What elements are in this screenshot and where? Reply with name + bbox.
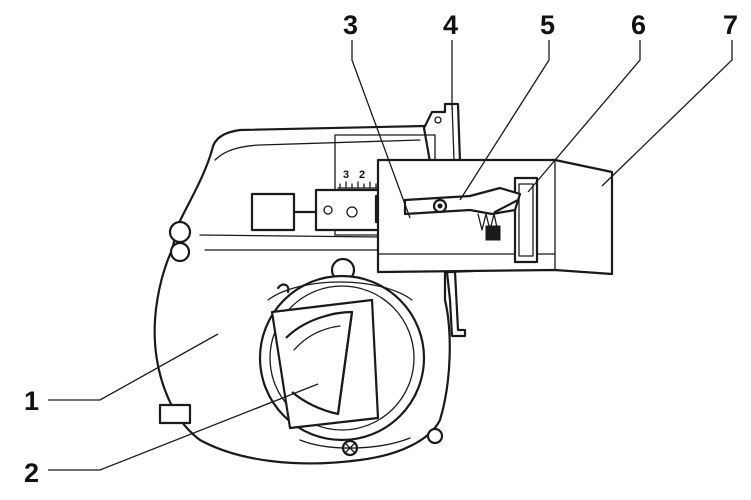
top-bracket	[422, 102, 462, 164]
intake-rim-arc	[267, 281, 413, 301]
scale-tick-3: 3	[343, 169, 349, 181]
leader-7	[601, 40, 733, 187]
housing-seam	[199, 234, 381, 238]
bracket-edge	[451, 103, 455, 161]
callout-7: 7	[723, 10, 738, 40]
scale-tick-2: 2	[359, 169, 365, 181]
callout-1: 1	[24, 386, 39, 416]
right-ear	[426, 427, 444, 445]
leader-3	[351, 40, 411, 219]
adjustment-scale	[337, 181, 381, 189]
leader-5	[459, 40, 550, 201]
actuator-spring	[477, 213, 499, 233]
actuator-pivot-center	[437, 203, 443, 209]
intake-clip	[276, 283, 290, 294]
left-lug-lower	[169, 241, 191, 263]
callout-2: 2	[24, 458, 39, 488]
left-lug-upper	[168, 220, 192, 244]
actuator-link	[493, 198, 520, 214]
actuator-block	[485, 225, 501, 241]
intake-ring-inner	[269, 285, 415, 431]
housing-upper-shroud	[214, 139, 421, 161]
leader-6	[527, 40, 641, 193]
leader-2	[48, 383, 319, 471]
sector-arc-inner	[293, 325, 341, 351]
indicator-window	[513, 176, 539, 264]
small-block	[250, 192, 296, 232]
bracket-hole	[434, 116, 442, 124]
callout-5: 5	[540, 10, 555, 40]
housing-foot	[158, 403, 192, 425]
side-rail	[445, 270, 467, 338]
lower-ring-arc	[299, 437, 411, 449]
sector-edge	[336, 310, 354, 416]
callout-3: 3	[343, 10, 358, 40]
callout-6: 6	[631, 10, 646, 40]
indicator-window-inner	[518, 183, 534, 257]
leader-1	[48, 333, 219, 401]
scale-screw	[323, 205, 333, 215]
callout-4: 4	[443, 10, 458, 40]
scale-screw-2	[346, 206, 358, 218]
